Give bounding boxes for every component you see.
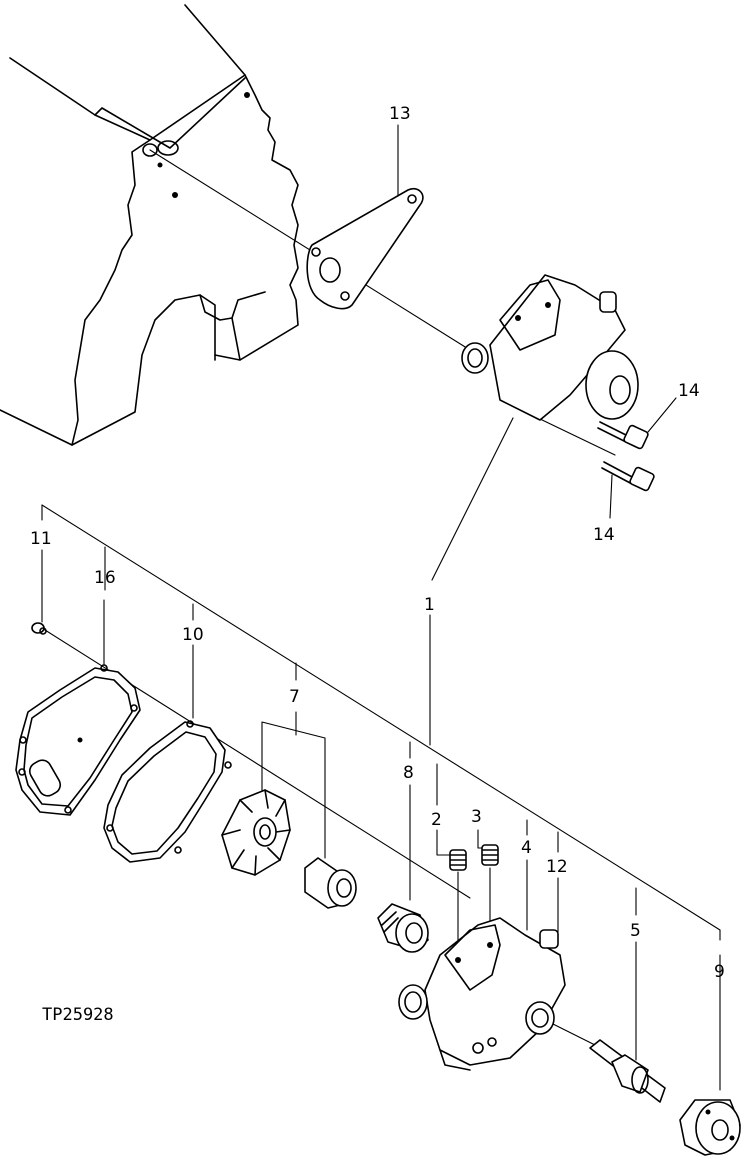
callout-4: 4: [521, 838, 532, 858]
leader-7-fork: [261, 721, 326, 859]
pulley-hub-9: [679, 1099, 741, 1156]
leader-14-upper: [647, 397, 677, 433]
callout-8: 8: [403, 763, 414, 783]
gasket-13: [306, 187, 424, 310]
bolt-14-lower: [601, 461, 655, 492]
callout-13: 13: [389, 104, 411, 124]
group-bracket-line: [41, 504, 721, 931]
fitting-3: [481, 844, 499, 866]
leader-1: [431, 417, 514, 581]
seal-7: [304, 857, 357, 909]
callout-5: 5: [630, 921, 641, 941]
callout-3: 3: [471, 807, 482, 827]
shaft-bearing-5: [589, 1039, 666, 1103]
bolt-14-upper: [597, 421, 649, 450]
callout-1: 1: [424, 595, 435, 615]
callout-7: 7: [289, 687, 300, 707]
callout-2: 2: [431, 810, 442, 830]
callout-14-lower: 14: [593, 525, 615, 545]
water-pump-assembled: [461, 274, 639, 421]
plug-11: [31, 622, 47, 635]
gasket-10: [103, 720, 232, 863]
plug-8: [377, 903, 429, 953]
engine-block: [0, 4, 299, 446]
fitting-2: [449, 849, 467, 871]
callout-10: 10: [182, 625, 204, 645]
callout-9: 9: [714, 962, 725, 982]
leader-14-lower: [609, 474, 613, 519]
alignment-line-lower: [537, 417, 616, 456]
cover-plate-16: [15, 664, 141, 816]
callout-14-upper: 14: [678, 381, 700, 401]
callout-12: 12: [546, 857, 568, 877]
callout-16: 16: [94, 568, 116, 588]
figure-id-label: TP25928: [42, 1005, 114, 1025]
water-pump-housing: [398, 917, 566, 1071]
impeller-7: [221, 789, 291, 876]
callout-11: 11: [30, 529, 52, 549]
leader-2-down: [436, 829, 456, 856]
